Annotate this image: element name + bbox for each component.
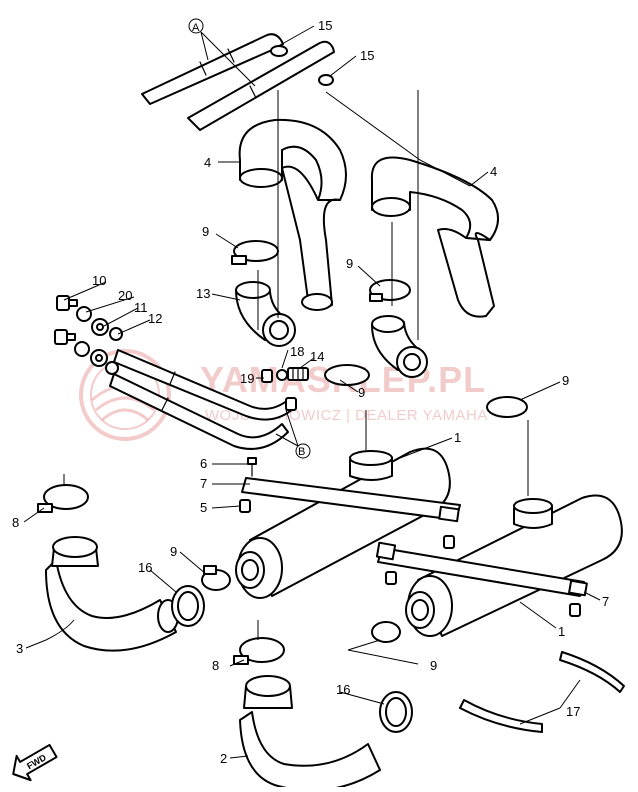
hose-clamp-9e xyxy=(201,565,231,591)
label-20: 20 xyxy=(118,288,132,303)
hose-clamp-9f xyxy=(371,621,401,643)
label-16b: 16 xyxy=(336,682,350,697)
label-19: 19 xyxy=(240,371,254,386)
label-a: A xyxy=(192,22,200,34)
label-2: 2 xyxy=(220,751,227,766)
bolt-6 xyxy=(247,457,257,477)
muffler-strap-right xyxy=(375,541,588,597)
label-9d: 9 xyxy=(562,373,569,388)
exhaust-elbow-pipe-left xyxy=(238,118,347,311)
label-16a: 16 xyxy=(138,560,152,575)
heat-shield-17b xyxy=(459,699,543,733)
label-5: 5 xyxy=(200,500,207,515)
label-4a: 4 xyxy=(204,155,211,170)
bolt-10-upper xyxy=(56,295,78,311)
label-18: 18 xyxy=(290,344,304,359)
bolt-10-lower xyxy=(54,329,76,345)
label-8b: 8 xyxy=(212,658,219,673)
hose-clip-15b xyxy=(318,74,334,86)
hose-clamp-8a xyxy=(37,484,89,513)
exhaust-elbow-pipe-right xyxy=(370,156,499,318)
hose-clamp-9c xyxy=(324,364,370,386)
nut-11-lower xyxy=(90,349,108,367)
washer-20-lower xyxy=(74,341,90,357)
label-14: 14 xyxy=(310,349,324,364)
label-1a: 1 xyxy=(454,430,461,445)
muffler-strap-left xyxy=(241,477,461,523)
label-1b: 1 xyxy=(558,624,565,639)
elbow-joint-right xyxy=(371,315,428,378)
exhaust-pipe-3 xyxy=(45,536,179,652)
bracket-5 xyxy=(239,499,251,513)
hose-clip-15a xyxy=(270,45,288,57)
label-9f: 9 xyxy=(430,658,437,673)
label-b: B xyxy=(298,446,305,458)
label-11: 11 xyxy=(134,300,148,315)
hose-fitting-18 xyxy=(276,369,288,381)
forward-arrow-icon xyxy=(12,743,58,782)
label-8a: 8 xyxy=(12,515,19,530)
bracket-right-a xyxy=(443,535,455,549)
label-3: 3 xyxy=(16,641,23,656)
bracket-right-c xyxy=(569,603,581,617)
callout-circle-b xyxy=(295,443,311,459)
label-4b: 4 xyxy=(490,164,497,179)
label-9b: 9 xyxy=(346,256,353,271)
label-15b: 15 xyxy=(360,48,374,63)
coupling-16b xyxy=(379,691,413,733)
part-labels: A B 15 15 4 4 9 9 9 9 9 9 10 20 11 12 13… xyxy=(12,18,609,766)
label-9a: 9 xyxy=(202,224,209,239)
bolt-14 xyxy=(287,367,309,381)
elbow-joint-13 xyxy=(235,281,296,347)
fwd-badge: FWD xyxy=(12,743,58,782)
label-9c: 9 xyxy=(358,385,365,400)
washer-12-upper xyxy=(109,327,123,341)
leader-lines xyxy=(23,25,601,759)
hose-clamp-8b xyxy=(233,637,285,665)
label-12: 12 xyxy=(148,311,162,326)
heat-shield-17a xyxy=(559,651,625,693)
label-9e: 9 xyxy=(170,544,177,559)
exhaust-pipe-2 xyxy=(239,675,381,792)
hose-clamp-9d xyxy=(486,396,528,418)
coupling-16a xyxy=(171,585,205,627)
water-hose-upper-right xyxy=(187,40,335,131)
label-10: 10 xyxy=(92,273,106,288)
muffler-right xyxy=(405,494,623,637)
label-13: 13 xyxy=(196,286,210,301)
callout-circle-a xyxy=(188,18,204,34)
label-6: 6 xyxy=(200,456,207,471)
washer-20-upper xyxy=(76,306,92,322)
label-7b: 7 xyxy=(602,594,609,609)
label-7a: 7 xyxy=(200,476,207,491)
hose-fitting-19 xyxy=(261,369,273,383)
label-15a: 15 xyxy=(318,18,332,33)
nut-11-upper xyxy=(91,318,109,336)
hose-fitting-lower xyxy=(285,397,297,411)
hose-clamp-9b xyxy=(369,279,411,302)
watermark: YAMASKLEP.PL WOJCIECHOWICZ | DEALER YAMA… xyxy=(79,349,487,441)
washer-12-lower xyxy=(105,361,119,375)
label-17: 17 xyxy=(566,704,580,719)
bracket-right-b xyxy=(385,571,397,585)
hose-clamp-9a xyxy=(231,240,279,265)
muffler-left xyxy=(235,447,451,599)
water-hose-lower-lower xyxy=(109,373,289,450)
